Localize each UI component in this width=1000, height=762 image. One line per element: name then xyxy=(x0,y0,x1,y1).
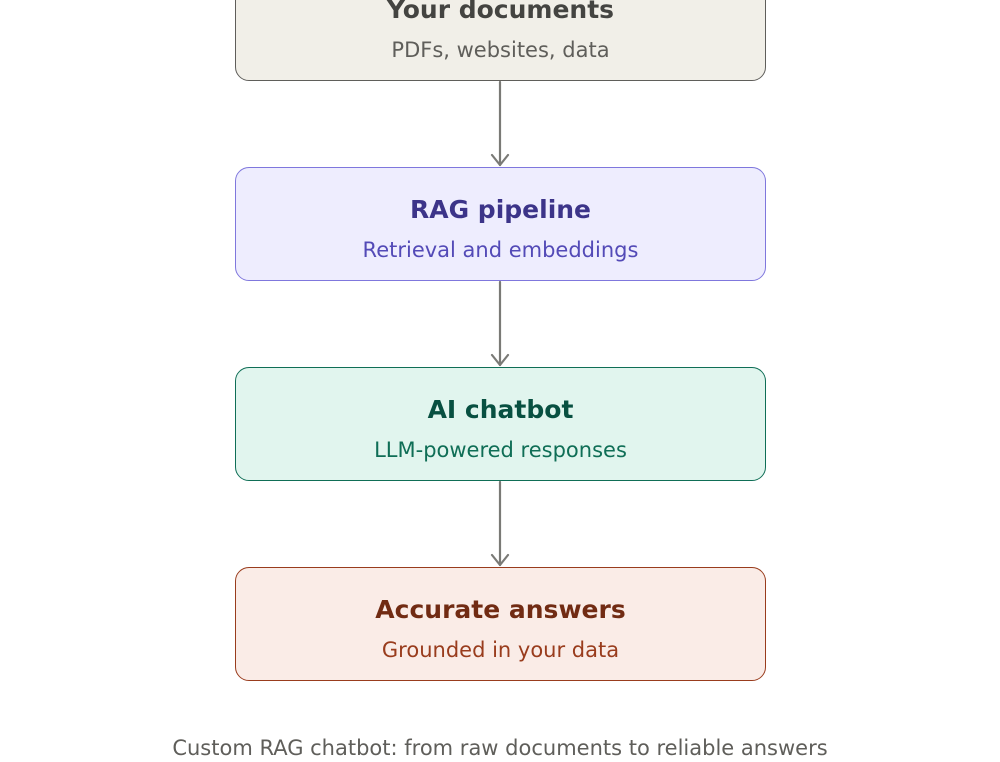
node-rag-pipeline: RAG pipeline Retrieval and embeddings xyxy=(235,167,766,281)
node-subtitle: PDFs, websites, data xyxy=(391,38,610,62)
diagram-caption: Custom RAG chatbot: from raw documents t… xyxy=(172,736,828,760)
node-title: Your documents xyxy=(386,0,615,24)
node-title: RAG pipeline xyxy=(409,195,592,224)
node-accurate-answers: Accurate answers Grounded in your data xyxy=(235,567,766,681)
node-subtitle: LLM-powered responses xyxy=(374,438,627,462)
arrow-rag-to-chatbot xyxy=(490,280,510,367)
arrow-chatbot-to-answers xyxy=(490,480,510,567)
node-subtitle: Retrieval and embeddings xyxy=(362,238,639,262)
node-title: AI chatbot xyxy=(427,395,574,424)
node-ai-chatbot: AI chatbot LLM-powered responses xyxy=(235,367,766,481)
node-your-documents: Your documents PDFs, websites, data xyxy=(235,0,766,81)
node-subtitle: Grounded in your data xyxy=(381,638,620,662)
node-title: Accurate answers xyxy=(375,595,626,624)
arrow-docs-to-rag xyxy=(490,80,510,167)
